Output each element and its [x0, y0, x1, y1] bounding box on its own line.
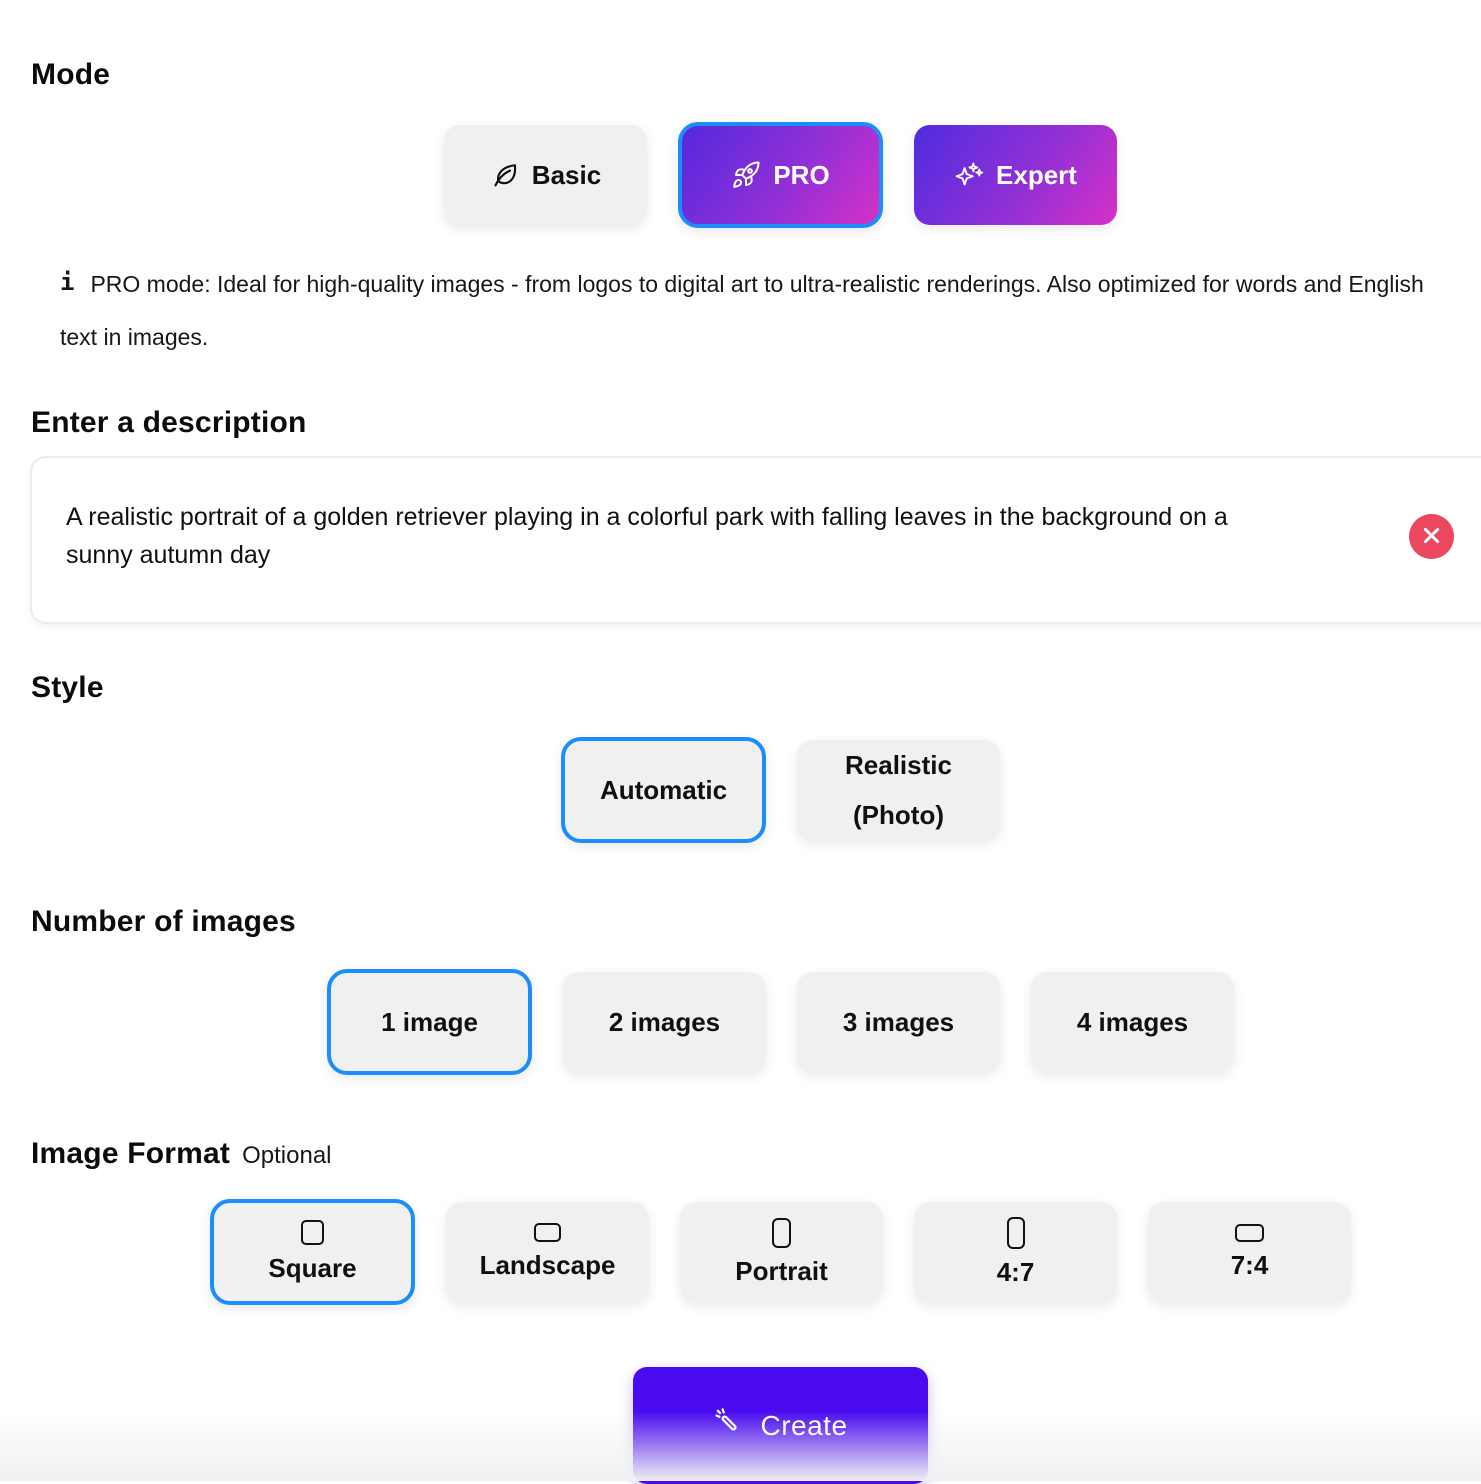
format-landscape-label: Landscape: [479, 1250, 616, 1280]
leaf-icon: [490, 160, 520, 190]
description-value: A realistic portrait of a golden retriev…: [66, 503, 1235, 569]
magic-wand-icon: [713, 1406, 745, 1445]
ratio-7-4-icon: [1235, 1223, 1264, 1242]
style-realistic-button[interactable]: Realistic (Photo): [797, 740, 1000, 840]
format-4-7-label: 4:7: [996, 1256, 1035, 1287]
format-portrait-label: Portrait: [735, 1255, 828, 1286]
style-automatic-button[interactable]: Automatic: [561, 737, 766, 843]
number-2-images-label: 2 images: [608, 1006, 721, 1037]
format-section-title: Image Format: [31, 1137, 231, 1170]
ratio-4-7-icon: [1006, 1216, 1025, 1249]
mode-info-message: PRO mode: Ideal for high-quality images …: [60, 271, 1424, 350]
style-realistic-label-line1: Realistic: [845, 750, 952, 780]
format-landscape-button[interactable]: Landscape: [446, 1202, 649, 1302]
format-portrait-button[interactable]: Portrait: [680, 1202, 883, 1302]
format-square-button[interactable]: Square: [210, 1199, 415, 1305]
format-4-7-button[interactable]: 4:7: [914, 1202, 1117, 1302]
create-row: Create: [0, 1367, 1481, 1484]
number-options-row: 1 image 2 images 3 images 4 images: [0, 969, 1481, 1075]
description-section-label: Enter a description: [31, 406, 307, 439]
number-4-images-button[interactable]: 4 images: [1031, 972, 1234, 1072]
style-section-label: Style: [31, 671, 104, 704]
mode-pro-label: PRO: [773, 159, 830, 190]
clear-description-button[interactable]: [1409, 514, 1454, 559]
number-section-label: Number of images: [31, 905, 296, 938]
description-input[interactable]: A realistic portrait of a golden retriev…: [30, 456, 1481, 624]
square-ratio-icon: [301, 1220, 324, 1245]
style-realistic-label-line2: (Photo): [853, 800, 944, 830]
number-3-images-button[interactable]: 3 images: [797, 972, 1000, 1072]
info-icon: i: [60, 268, 75, 296]
number-1-image-button[interactable]: 1 image: [327, 969, 532, 1075]
mode-basic-button[interactable]: Basic: [444, 125, 647, 225]
mode-expert-label: Expert: [996, 159, 1077, 190]
style-options-row: Automatic Realistic (Photo): [0, 737, 1481, 843]
style-automatic-label: Automatic: [599, 774, 728, 805]
number-3-images-label: 3 images: [842, 1006, 955, 1037]
mode-section-label: Mode: [31, 58, 111, 91]
number-2-images-button[interactable]: 2 images: [563, 972, 766, 1072]
format-optional-label: Optional: [242, 1142, 332, 1169]
format-options-row: Square Landscape Portrait 4:7 7:4: [0, 1199, 1481, 1305]
number-1-image-label: 1 image: [381, 1006, 478, 1037]
rocket-icon: [731, 160, 761, 190]
create-button-label: Create: [760, 1409, 848, 1441]
number-4-images-label: 4 images: [1076, 1006, 1189, 1037]
format-7-4-label: 7:4: [1230, 1249, 1269, 1280]
format-7-4-button[interactable]: 7:4: [1148, 1202, 1351, 1302]
sparkles-icon: [954, 160, 984, 190]
mode-basic-label: Basic: [531, 159, 602, 190]
mode-options-row: Basic PRO Expe: [0, 122, 1481, 228]
format-section-label: Image Format Optional: [31, 1137, 1481, 1171]
landscape-ratio-icon: [534, 1223, 561, 1242]
mode-expert-button[interactable]: Expert: [914, 125, 1117, 225]
create-button[interactable]: Create: [633, 1367, 928, 1484]
portrait-ratio-icon: [772, 1217, 791, 1248]
mode-pro-button[interactable]: PRO: [678, 122, 883, 228]
close-icon: [1421, 525, 1442, 549]
format-square-label: Square: [268, 1253, 357, 1283]
